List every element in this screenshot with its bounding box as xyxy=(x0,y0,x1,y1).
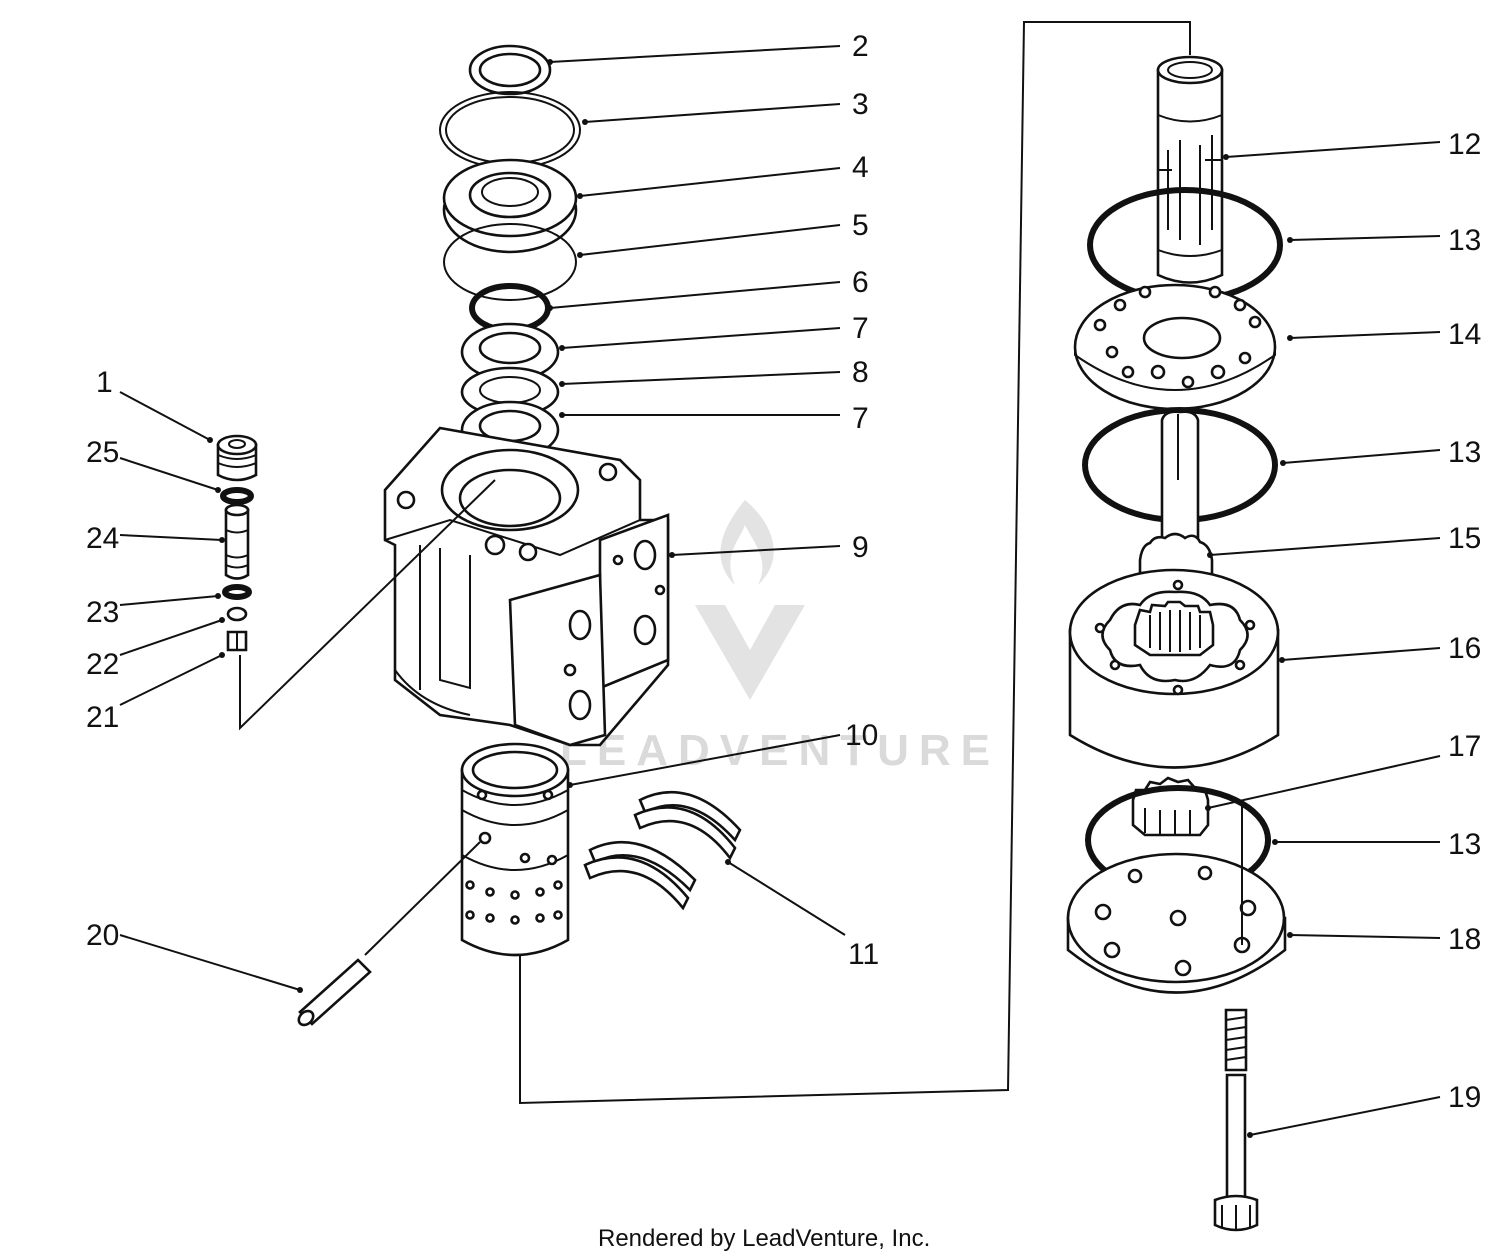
part-20-pin xyxy=(297,958,372,1027)
callout-14: 14 xyxy=(1448,318,1481,351)
callout-22: 22 xyxy=(86,648,119,681)
callout-21: 21 xyxy=(86,701,119,734)
callout-10: 10 xyxy=(845,719,878,752)
part-5-oring xyxy=(443,223,577,301)
part-2-ring xyxy=(468,44,552,96)
callout-13-upper: 13 xyxy=(1448,224,1481,257)
part-11-springs xyxy=(583,790,742,911)
callout-numbers: 2 3 4 5 6 7 8 7 9 10 11 20 1 25 24 23 22… xyxy=(86,30,1481,1114)
part-22-ball xyxy=(226,606,248,622)
callout-8: 8 xyxy=(852,356,869,389)
callout-7-lower: 7 xyxy=(852,402,869,435)
part-19-bolt xyxy=(1213,1008,1259,1232)
callout-12: 12 xyxy=(1448,128,1481,161)
callout-19: 19 xyxy=(1448,1081,1481,1114)
callout-11: 11 xyxy=(848,938,879,971)
callout-13-middle: 13 xyxy=(1448,436,1481,469)
callout-13-lower: 13 xyxy=(1448,828,1481,861)
callout-2: 2 xyxy=(852,30,869,63)
part-12-shaft xyxy=(1156,55,1224,284)
connector-bracket xyxy=(519,21,1191,1105)
callout-1: 1 xyxy=(96,366,113,399)
callout-25: 25 xyxy=(86,436,119,469)
part-24-valve-body xyxy=(224,503,250,580)
watermark-logo: LEADVENTURE xyxy=(560,500,1000,775)
valve-location-line xyxy=(239,479,496,731)
part-16-gerotor xyxy=(1068,568,1280,769)
callout-6: 6 xyxy=(852,266,869,299)
part-18-end-cap xyxy=(1066,852,1287,994)
part-23-oring xyxy=(222,584,252,600)
part-10-spool xyxy=(460,742,570,957)
callout-9: 9 xyxy=(852,531,869,564)
callout-7-upper: 7 xyxy=(852,312,869,345)
callout-16: 16 xyxy=(1448,632,1481,665)
callout-5: 5 xyxy=(852,209,869,242)
callout-18: 18 xyxy=(1448,923,1481,956)
watermark-text: LEADVENTURE xyxy=(560,726,1000,775)
part-14-valve-plate xyxy=(1073,283,1277,411)
callout-17: 17 xyxy=(1448,730,1481,763)
part-3-oring xyxy=(439,91,581,169)
part-4-seal xyxy=(442,158,578,254)
callout-20: 20 xyxy=(86,919,119,952)
callout-15: 15 xyxy=(1448,522,1481,555)
callout-4: 4 xyxy=(852,151,869,184)
part-25-oring xyxy=(220,487,254,505)
render-credit: Rendered by LeadVenture, Inc. xyxy=(598,1225,930,1252)
part-15-drive-link xyxy=(1138,410,1214,588)
part-9-housing xyxy=(383,426,670,747)
callout-24: 24 xyxy=(86,522,119,555)
callout-3: 3 xyxy=(852,88,869,121)
part-21-poppet xyxy=(226,630,248,652)
callout-23: 23 xyxy=(86,596,119,629)
part-1-plug xyxy=(216,434,258,482)
leader-lines xyxy=(119,45,1441,1138)
